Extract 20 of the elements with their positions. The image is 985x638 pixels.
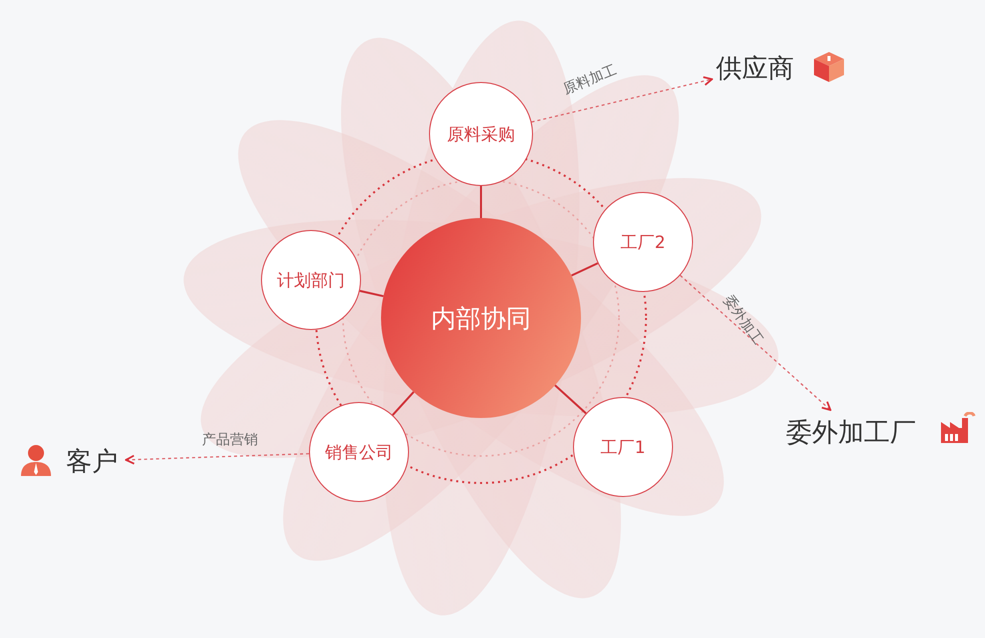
department-circle: 原料采购 [429,82,533,186]
department-circle: 计划部门 [261,230,361,330]
partner-label: 客户 [66,443,118,479]
department-circle: 销售公司 [309,402,409,502]
edge-label: 原料加工 [560,61,620,99]
connector-line [571,262,598,276]
dashed-arrow [680,274,832,411]
dashed-arrow [125,453,310,465]
edge-label: 产品营销 [202,431,258,449]
connector-line [554,384,587,414]
edge-label: 委外加工 [720,292,766,348]
department-circle: 工厂1 [573,397,673,497]
partner-label: 委外加工厂 [786,414,916,450]
connector-line [480,186,482,218]
connector-line [392,391,414,416]
partner-label: 供应商 [716,50,794,86]
hub-circle: 内部协同 [381,218,581,418]
connector-line [360,290,384,298]
department-circle: 工厂2 [593,192,693,292]
dashed-arrow [531,76,713,123]
